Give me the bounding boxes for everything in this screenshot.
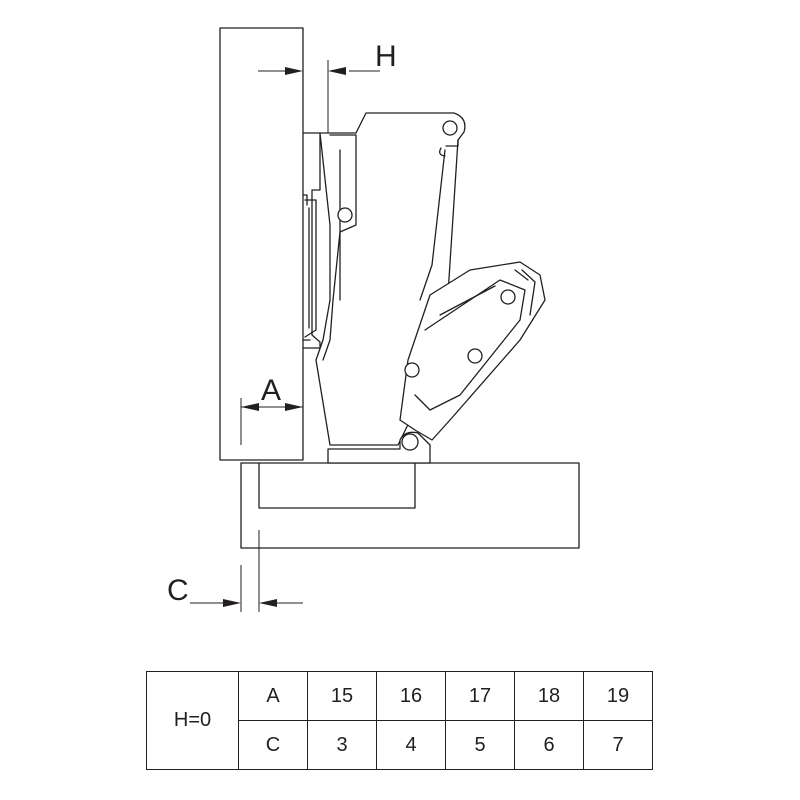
mounting-plate xyxy=(302,132,321,349)
row-label-a: A xyxy=(238,671,308,721)
dimension-h: H xyxy=(258,40,397,133)
pivot-pin-link-top xyxy=(500,289,516,305)
table-header-cell: H=0 xyxy=(146,671,239,770)
dimension-c-label: C xyxy=(167,574,189,607)
pivot-pin-cup xyxy=(401,433,419,451)
cabinet-panel xyxy=(219,27,304,461)
table-row: C 3 4 5 6 7 xyxy=(147,720,653,770)
dimension-a: A xyxy=(240,374,303,445)
table-cell: 18 xyxy=(514,671,584,721)
pivot-pin-arm xyxy=(337,207,353,223)
table-row: H=0 A 15 16 17 18 19 xyxy=(146,671,653,770)
table-cell: 16 xyxy=(376,671,446,721)
table-cell: 3 xyxy=(307,720,377,770)
table-cell: 6 xyxy=(514,720,584,770)
pivot-pin-link-mid xyxy=(467,348,483,364)
pivot-pin-top xyxy=(442,120,458,136)
hinge-cup-head xyxy=(327,431,431,464)
table-cell: 4 xyxy=(376,720,446,770)
table-cell: 15 xyxy=(307,671,377,721)
table-cell: 5 xyxy=(445,720,515,770)
row-label-c: C xyxy=(238,720,308,770)
table-cell: 17 xyxy=(445,671,515,721)
hinge-linkage xyxy=(399,261,546,441)
dimension-c: C xyxy=(167,530,303,612)
hinge-cup-recess xyxy=(258,462,416,509)
dimension-h-label: H xyxy=(375,40,397,73)
table-cell: 19 xyxy=(583,671,653,721)
door-panel xyxy=(240,462,580,549)
dimension-a-label: A xyxy=(261,374,281,407)
table-cell: 7 xyxy=(583,720,653,770)
spec-table: H=0 A 15 16 17 18 19 C 3 4 5 6 7 xyxy=(146,671,653,770)
pivot-pin-link-low xyxy=(404,362,420,378)
